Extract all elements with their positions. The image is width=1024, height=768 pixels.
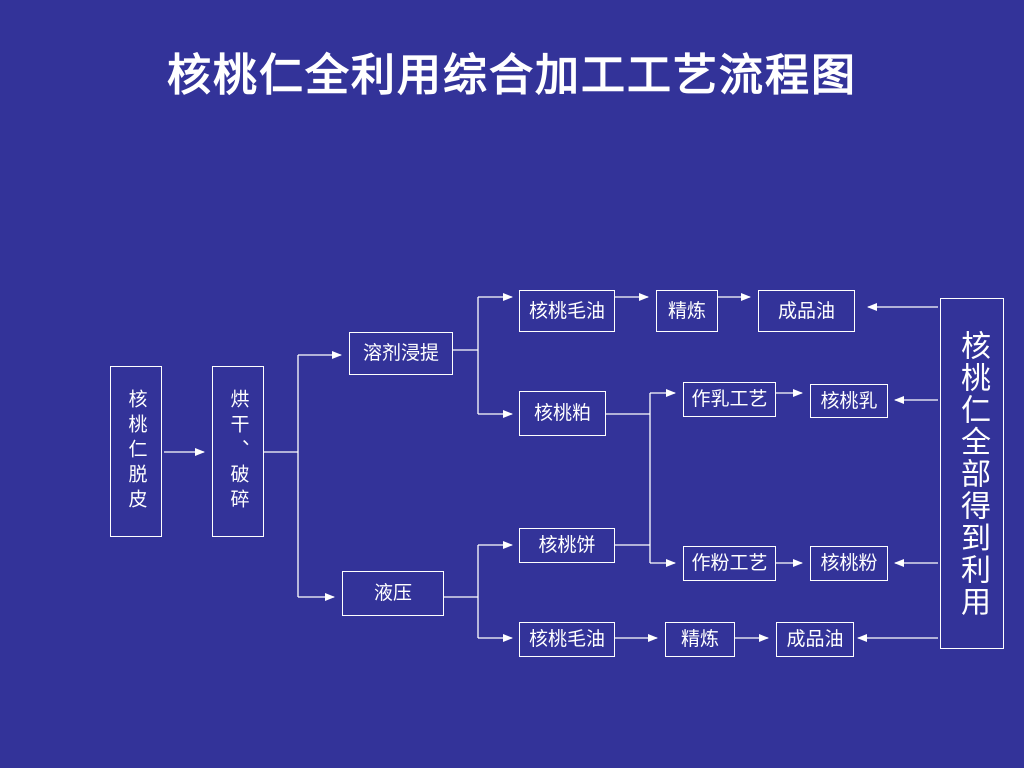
node-hydraulic-press: 液压 [342, 571, 444, 616]
node-walnut-milk: 核桃乳 [810, 384, 888, 418]
node-dry-crush: 烘干、破碎 [212, 366, 264, 537]
node-walnut-meal: 核桃粕 [519, 391, 606, 436]
node-full-utilization: 核桃仁全部得到利用 [940, 298, 1004, 649]
node-walnut-cake: 核桃饼 [519, 528, 615, 563]
node-emulsify-process: 作乳工艺 [683, 382, 776, 417]
node-solvent-extract: 溶剂浸提 [349, 332, 453, 375]
diagram-title: 核桃仁全利用综合加工工艺流程图 [167, 50, 857, 101]
node-finished-oil-bottom: 成品油 [776, 622, 854, 657]
node-crude-oil-bottom: 核桃毛油 [519, 622, 615, 657]
node-crude-oil-top: 核桃毛油 [519, 290, 615, 332]
node-refine-top: 精炼 [656, 290, 718, 332]
node-peel: 核桃仁脱皮 [110, 366, 162, 537]
node-walnut-powder: 核桃粉 [810, 546, 888, 581]
node-finished-oil-top: 成品油 [758, 290, 855, 332]
node-refine-bottom: 精炼 [665, 622, 735, 657]
node-powder-process: 作粉工艺 [683, 546, 776, 581]
